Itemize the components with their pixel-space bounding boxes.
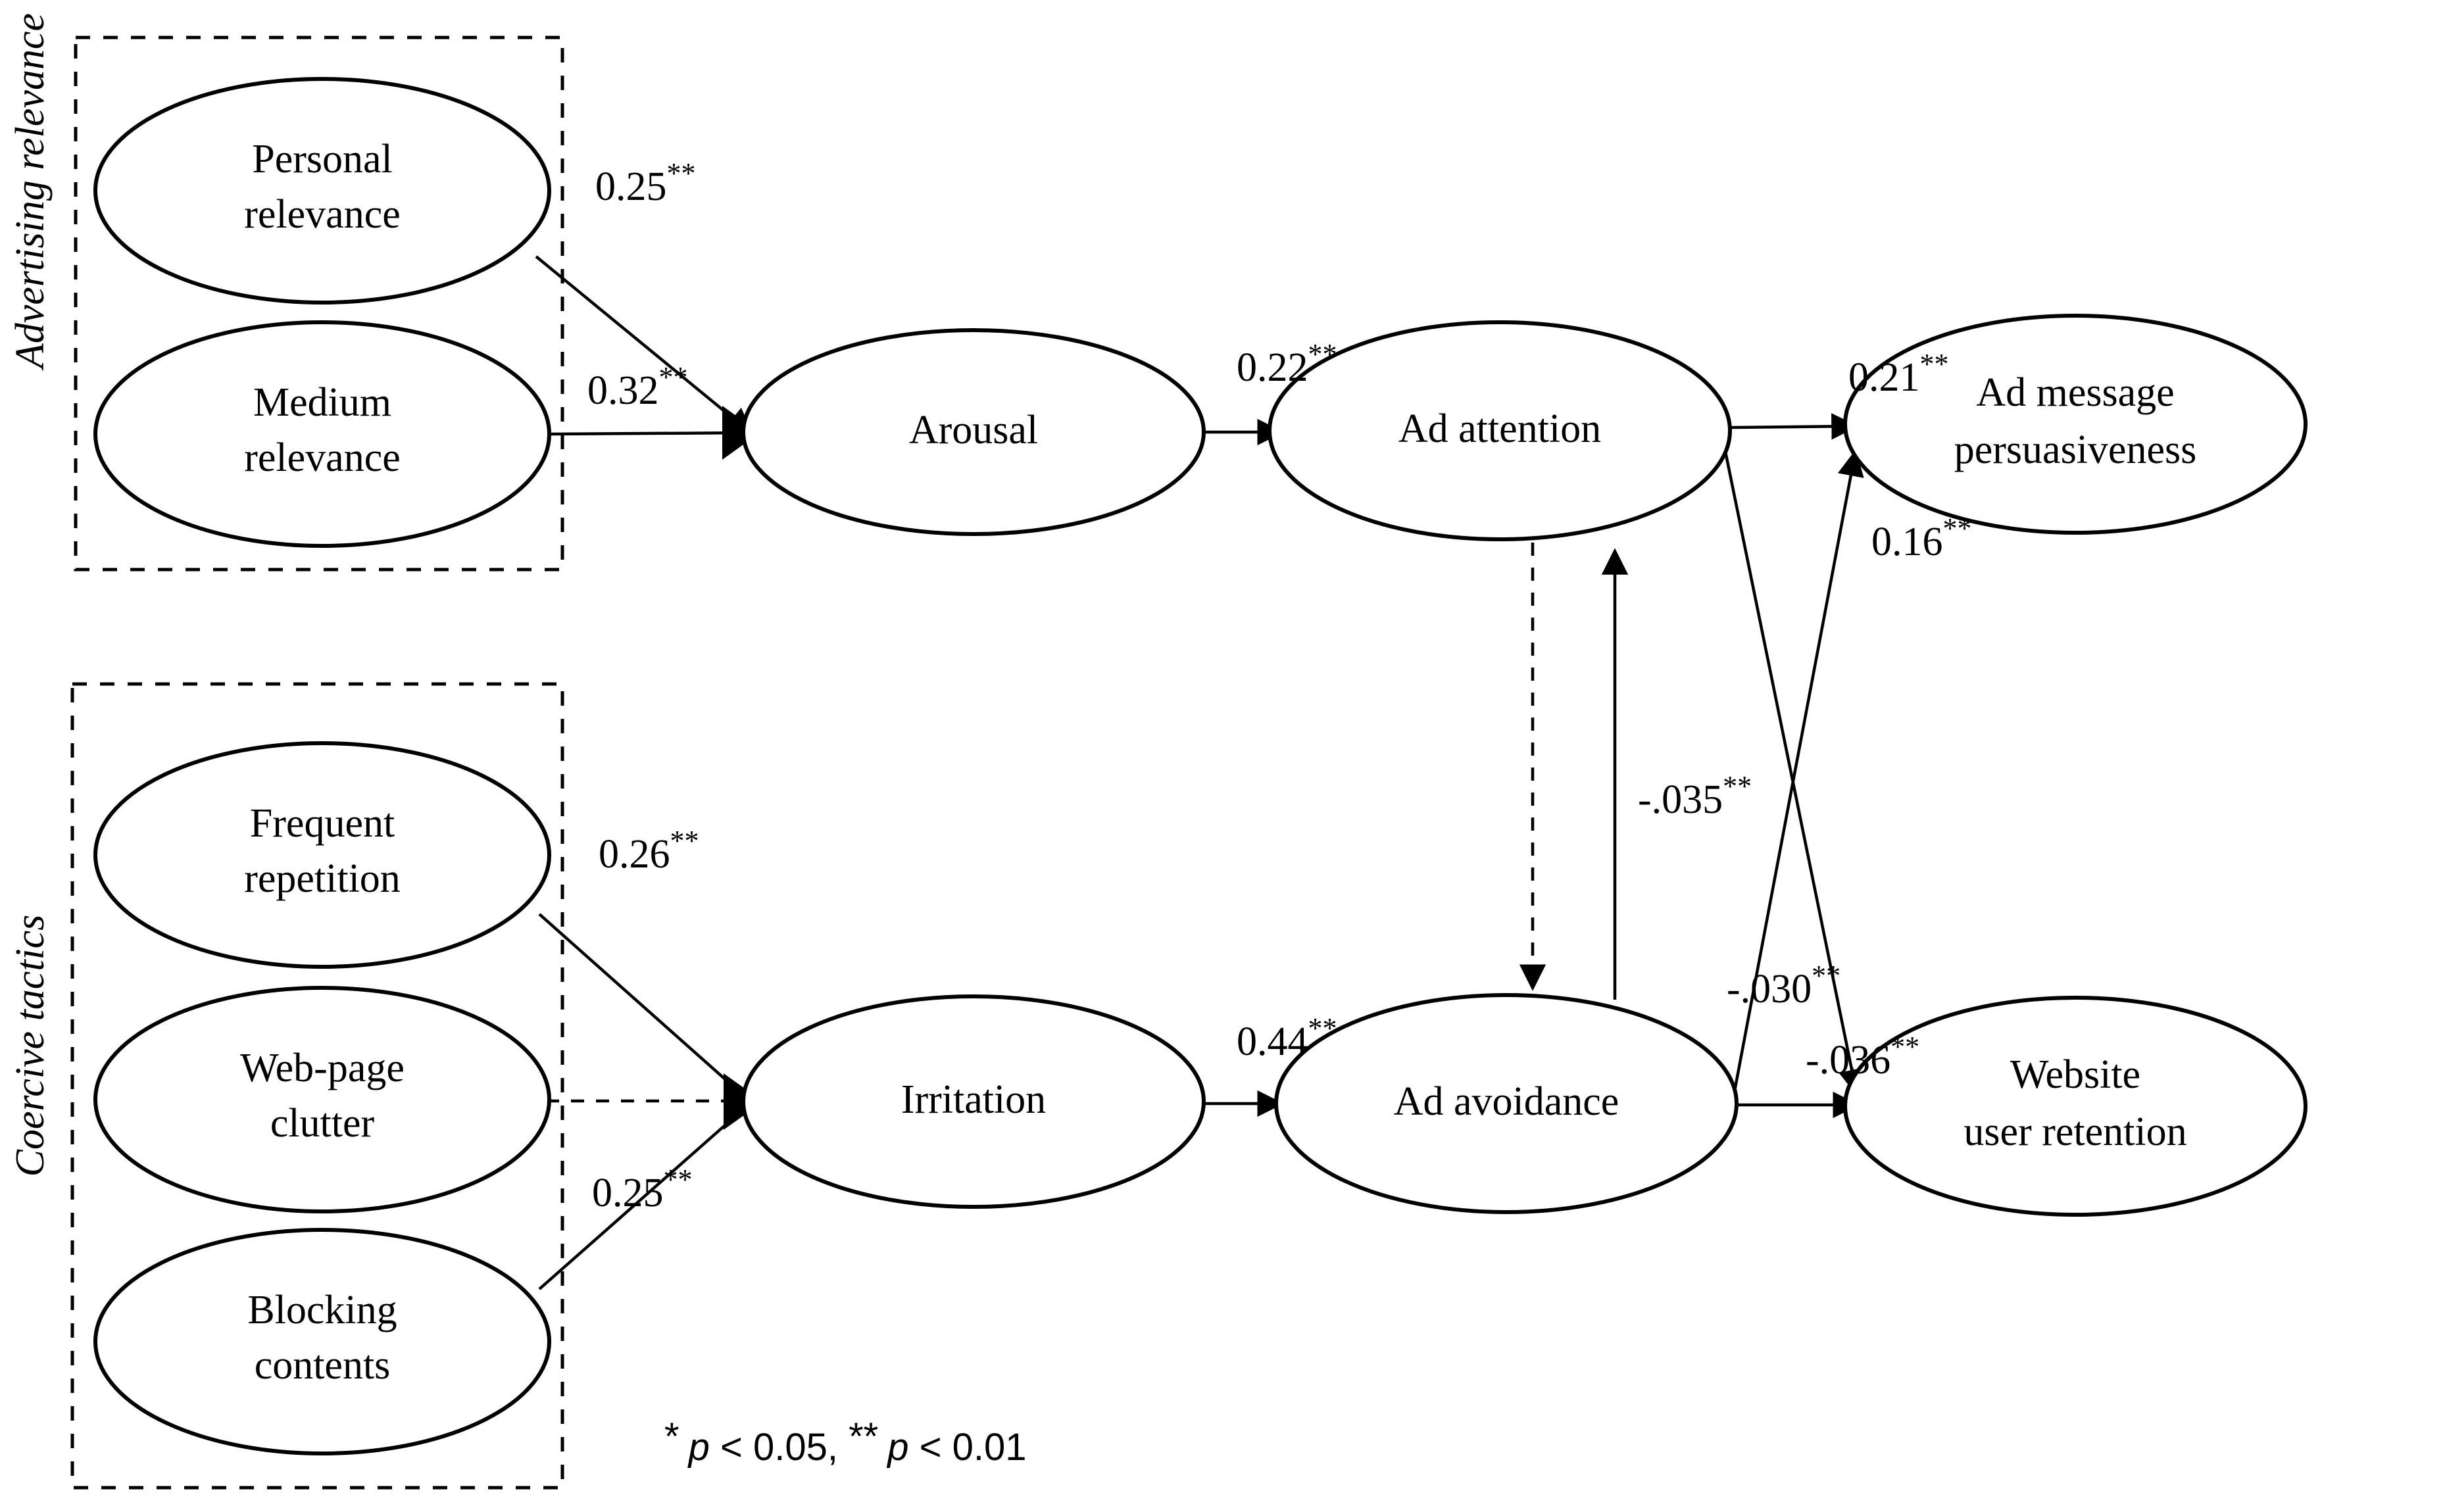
- node-label-blocking-contents-line1: Blocking: [247, 1288, 397, 1332]
- edge-ad-attention-to-ad-message-persuasiveness: [1729, 413, 1858, 440]
- node-ellipse-ad-avoidance[interactable]: [1274, 993, 1739, 1214]
- node-ellipse-website-user-retention[interactable]: [1843, 996, 2308, 1217]
- node-label-personal-relevance-line2: relevance: [244, 192, 400, 237]
- edge-personal-relevance-to-arousal: [535, 255, 754, 435]
- edge-label-personal-relevance-to-arousal: 0.25**: [595, 157, 696, 209]
- node-label-medium-relevance-line1: Medium: [253, 380, 391, 425]
- node-irritation[interactable]: Irritation: [741, 994, 1206, 1209]
- group-boxes: [70, 36, 564, 1490]
- node-label-ad-attention: Ad attention: [1398, 406, 1601, 451]
- node-ad-avoidance[interactable]: Ad avoidance: [1274, 993, 1739, 1214]
- edge-label-medium-relevance-to-arousal: 0.32**: [587, 361, 688, 413]
- node-label-blocking-contents-line2: contents: [255, 1343, 391, 1388]
- node-label-ad-avoidance: Ad avoidance: [1394, 1079, 1619, 1124]
- node-label-medium-relevance-line2: relevance: [244, 435, 400, 480]
- nodes: Personal relevance Medium relevance Arou…: [93, 77, 2308, 1455]
- node-personal-relevance[interactable]: Personal relevance: [93, 77, 551, 305]
- node-ellipse-personal-relevance[interactable]: [93, 77, 551, 305]
- edge-medium-relevance-to-arousal: [549, 419, 754, 447]
- node-arousal[interactable]: Arousal: [741, 328, 1206, 536]
- node-blocking-contents[interactable]: Blocking contents: [93, 1228, 551, 1455]
- group-box-coercive-tactics: [70, 682, 564, 1490]
- edge-ad-attention-to-website-user-retention: [1721, 441, 1865, 1096]
- node-label-arousal: Arousal: [909, 408, 1038, 452]
- arrowhead-arousal-convergence: [722, 406, 760, 460]
- node-label-irritation: Irritation: [901, 1077, 1046, 1122]
- node-web-page-clutter[interactable]: Web-page clutter: [93, 986, 551, 1213]
- node-ellipse-web-page-clutter[interactable]: [93, 986, 551, 1213]
- node-label-ad-message-persuasiveness-line1: Ad message: [1976, 370, 2174, 415]
- group-labels: Advertising relevance Coercive tactics: [8, 13, 53, 1177]
- edge-label-ad-attention-to-ad-message-persuasiveness: 0.21**: [1848, 348, 1949, 400]
- significance-legend: *p < 0.05, **p < 0.01: [664, 1415, 1026, 1469]
- edge-label-frequent-repetition-to-irritation: 0.26**: [599, 825, 699, 877]
- edge-label-ad-avoidance-to-ad-attention: -.035**: [1638, 770, 1752, 822]
- node-label-frequent-repetition-line2: repetition: [244, 856, 401, 901]
- node-label-ad-message-persuasiveness-line2: persuasiveness: [1954, 427, 2196, 472]
- node-ellipse-ad-attention[interactable]: [1268, 320, 1732, 541]
- node-label-web-page-clutter-line1: Web-page: [240, 1046, 405, 1090]
- edge-frequent-repetition-to-irritation: [538, 913, 748, 1100]
- node-ellipse-frequent-repetition[interactable]: [93, 741, 551, 969]
- node-ellipse-irritation[interactable]: [741, 994, 1206, 1209]
- edge-label-irritation-to-ad-avoidance: 0.44**: [1237, 1012, 1337, 1064]
- node-ellipse-blocking-contents[interactable]: [93, 1228, 551, 1455]
- node-label-frequent-repetition-line1: Frequent: [250, 801, 395, 846]
- edge-labels: 0.25** 0.32** 0.22** 0.21** 0.16** -.035…: [587, 157, 1972, 1215]
- edge-ad-avoidance-to-ad-message-persuasiveness: [1728, 449, 1864, 1116]
- group-label-coercive-tactics: Coercive tactics: [8, 915, 53, 1177]
- node-website-user-retention[interactable]: Website user retention: [1843, 996, 2308, 1217]
- node-ellipse-ad-message-persuasiveness[interactable]: [1843, 314, 2308, 535]
- node-label-personal-relevance-line1: Personal: [252, 137, 393, 182]
- group-box-advertising-relevance: [74, 36, 564, 572]
- node-ellipse-medium-relevance[interactable]: [93, 320, 551, 548]
- edge-label-ad-avoidance-to-ad-message-persuasiveness: 0.16**: [1871, 512, 1972, 564]
- node-label-web-page-clutter-line2: clutter: [270, 1101, 375, 1146]
- group-label-advertising-relevance: Advertising relevance: [8, 13, 53, 371]
- edge-label-arousal-to-ad-attention: 0.22**: [1237, 338, 1337, 390]
- node-ad-message-persuasiveness[interactable]: Ad message persuasiveness: [1843, 314, 2308, 535]
- node-ad-attention[interactable]: Ad attention: [1268, 320, 1732, 541]
- node-medium-relevance[interactable]: Medium relevance: [93, 320, 551, 548]
- edge-blocking-contents-to-irritation: [538, 1105, 748, 1290]
- edge-label-blocking-contents-to-irritation: 0.25**: [592, 1163, 693, 1215]
- node-label-website-user-retention-line2: user retention: [1963, 1110, 2186, 1154]
- edge-label-ad-attention-to-website-user-retention: -.030**: [1727, 960, 1840, 1012]
- edges: [535, 255, 1865, 1290]
- node-label-website-user-retention-line1: Website: [2010, 1052, 2140, 1097]
- edge-label-ad-avoidance-to-website-user-retention: -.036**: [1806, 1031, 1919, 1083]
- node-frequent-repetition[interactable]: Frequent repetition: [93, 741, 551, 969]
- node-ellipse-arousal[interactable]: [741, 328, 1206, 536]
